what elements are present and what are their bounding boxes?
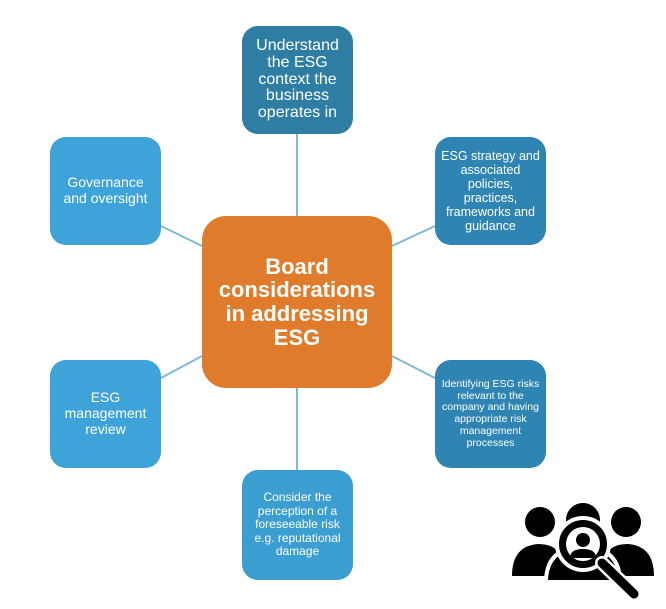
connector-bottom-left: [160, 355, 203, 379]
node-governance-label: Governance and oversight: [63, 174, 148, 206]
people-search-icon: [512, 499, 654, 601]
node-esg-strategy: ESG strategy and associated policies, pr…: [435, 137, 546, 245]
node-esg-strategy-label: ESG strategy and associated policies, pr…: [441, 149, 540, 233]
center-node: Board considerations in addressing ESG: [202, 216, 392, 388]
connector-top-left: [160, 225, 203, 247]
node-esg-context-label: Understand the ESG context the business …: [256, 37, 339, 122]
node-risk-perception: Consider the perception of a foreseeable…: [242, 470, 353, 580]
node-esg-risks: Identifying ESG risks relevant to the co…: [435, 360, 546, 468]
node-management-review: ESG management review: [50, 360, 161, 468]
node-risk-perception-label: Consider the perception of a foreseeable…: [254, 490, 341, 559]
node-esg-risks-label: Identifying ESG risks relevant to the co…: [441, 377, 540, 449]
node-esg-context: Understand the ESG context the business …: [242, 26, 353, 134]
node-management-review-label: ESG management review: [64, 389, 147, 437]
center-node-label: Board considerations in addressing ESG: [218, 253, 376, 350]
connector-top-right: [391, 225, 436, 247]
node-governance: Governance and oversight: [50, 137, 161, 245]
connector-bottom-right: [391, 355, 436, 379]
